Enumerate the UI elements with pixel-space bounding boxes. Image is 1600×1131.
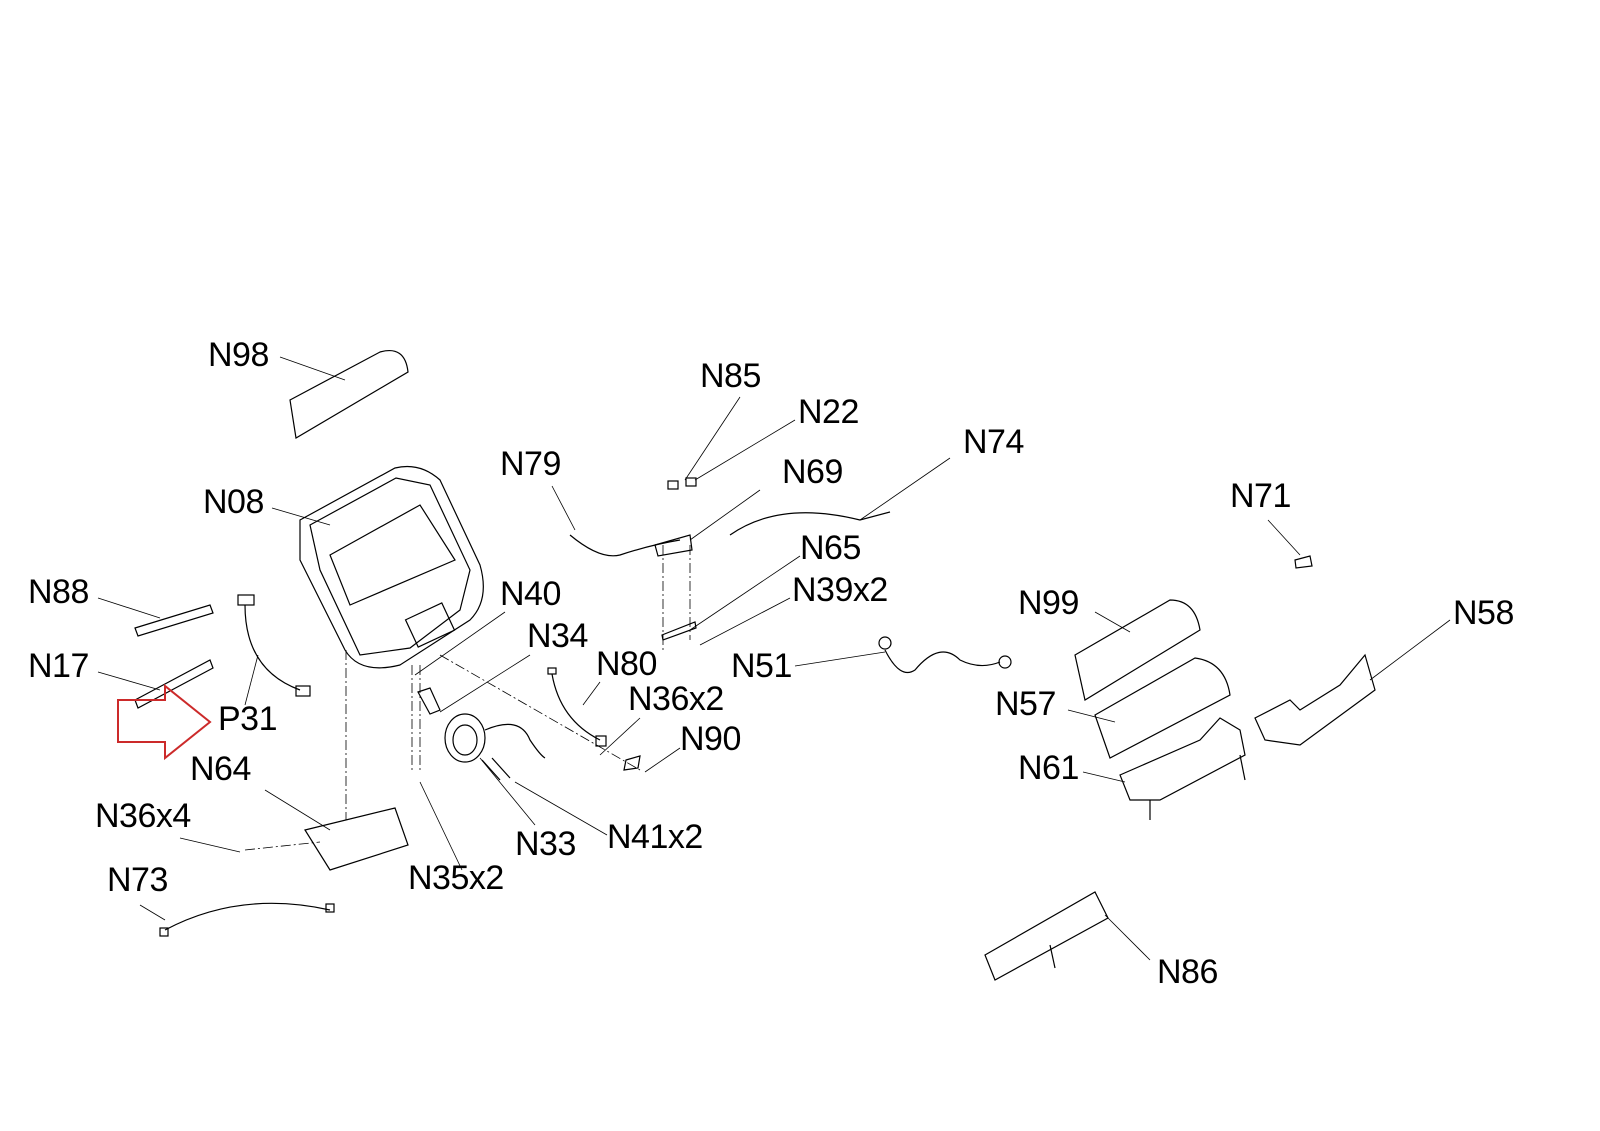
label-n64: N64 — [190, 750, 251, 788]
label-n17: N17 — [28, 647, 89, 685]
label-n85: N85 — [700, 357, 761, 395]
part-n34 — [417, 687, 441, 715]
part-n64-board — [304, 807, 409, 871]
part-n73-cable — [159, 902, 335, 937]
label-n69: N69 — [782, 453, 843, 491]
part-n88 — [134, 604, 214, 637]
part-n33-fan — [444, 713, 546, 763]
part-n08-console — [299, 465, 484, 669]
label-n74: N74 — [963, 423, 1024, 461]
label-n39x2: N39x2 — [792, 571, 888, 609]
assembly-axis-lines — [244, 545, 691, 851]
label-n61: N61 — [1018, 749, 1079, 787]
label-n90: N90 — [680, 720, 741, 758]
part-n79-cable — [569, 534, 681, 557]
label-n08: N08 — [203, 483, 264, 521]
label-n22: N22 — [798, 393, 859, 431]
label-n79: N79 — [500, 445, 561, 483]
label-n73: N73 — [107, 861, 168, 899]
part-n17 — [134, 659, 214, 709]
label-n34: N34 — [527, 617, 588, 655]
part-n74-cable — [729, 511, 891, 536]
label-n71: N71 — [1230, 477, 1291, 515]
part-n71 — [1294, 555, 1313, 569]
part-n65 — [661, 621, 697, 641]
label-n51: N51 — [731, 647, 792, 685]
part-n58 — [1254, 653, 1376, 746]
part-n98 — [289, 350, 409, 439]
part-n51-cable — [878, 636, 1012, 674]
label-n98: N98 — [208, 336, 269, 374]
label-n99: N99 — [1018, 584, 1079, 622]
label-n36x4: N36x4 — [95, 797, 191, 835]
part-n80-cable — [547, 667, 607, 747]
label-n57: N57 — [995, 685, 1056, 723]
label-n58: N58 — [1453, 594, 1514, 632]
part-n57 — [1094, 657, 1231, 759]
label-n33: N33 — [515, 825, 576, 863]
part-n22 — [685, 477, 697, 487]
label-n65: N65 — [800, 529, 861, 567]
part-p31-cable — [237, 594, 311, 697]
label-n80: N80 — [596, 645, 657, 683]
label-n86: N86 — [1157, 953, 1218, 991]
part-n61 — [1119, 717, 1246, 820]
label-n41x2: N41x2 — [607, 818, 703, 856]
part-n86 — [984, 891, 1109, 981]
part-n69 — [654, 534, 693, 557]
label-n35x2: N35x2 — [408, 859, 504, 897]
label-p31: P31 — [218, 700, 278, 738]
label-n40: N40 — [500, 575, 561, 613]
highlight-arrow — [117, 683, 212, 761]
part-n99 — [1074, 599, 1201, 701]
label-n36x2: N36x2 — [628, 680, 724, 718]
leader-lines — [97, 356, 1451, 961]
part-n90 — [623, 755, 641, 771]
label-n88: N88 — [28, 573, 89, 611]
part-n85 — [667, 480, 679, 490]
part-n41-screws — [481, 757, 511, 781]
